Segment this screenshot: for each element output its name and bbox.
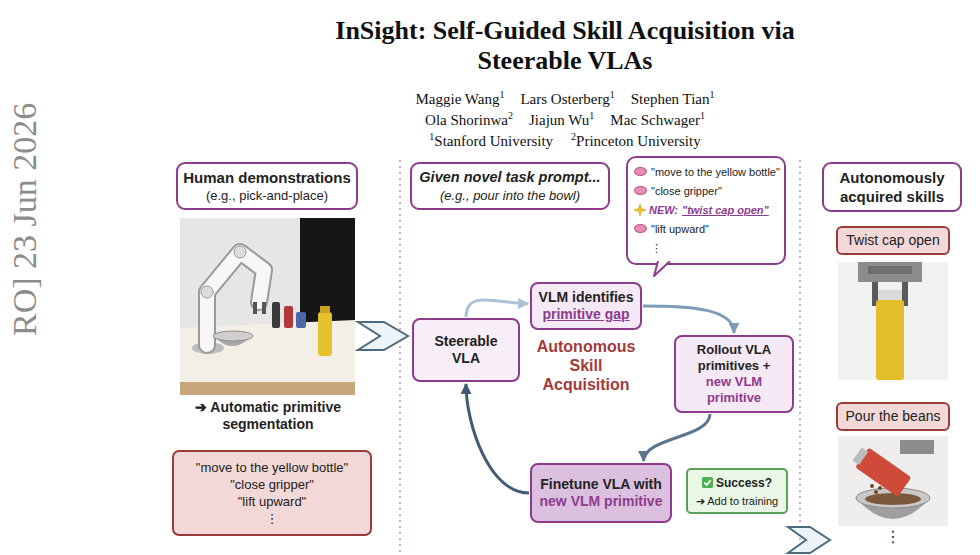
author-name: Maggie Wang [416,91,500,107]
skill-box: Pour the beans [836,402,950,431]
check-tick [704,480,711,485]
node-text: ⋮ [651,242,662,255]
panel-header: Given novel task prompt...(e.g., pour in… [410,162,610,210]
author-name: Stephen Tian [631,91,710,107]
node-text: Pour the beans [842,408,944,425]
panel-header: Autonomously acquired skills [822,162,962,212]
ellipsis-mark: ⋮ [880,527,906,547]
panel-header: Human demonstrations(e.g., pick-and-plac… [176,162,358,210]
arxiv-watermark: RO] 23 Jun 2026 [6,103,44,336]
bubble-tail [650,261,674,277]
author-name: Mac Schwager [610,112,700,128]
node-text: "lift upward" [182,493,362,510]
author-row: 1Stanford University 2Princeton Universit… [290,132,840,151]
step-label: ➔ Automatic primitive segmentation [184,399,352,433]
affiliation-name: Princeton University [576,133,701,149]
affiliation-mark: 1 [700,110,705,121]
affiliation-mark: 1 [499,89,504,100]
affiliation-mark: 1 [589,110,594,121]
bubble-row: "close gripper" [634,182,778,201]
process-box: Steerable VLA [412,318,520,382]
author-name: Lars Osterberg [520,91,609,107]
cycle-arrow [466,384,529,493]
node-text: ➔ Add to training [696,495,778,507]
check-square [702,477,713,488]
author-name: Ola Shorinwa [425,112,508,128]
pour-beans-photo [838,436,948,526]
primitive-list-box: "move to the yellow bottle""close grippe… [172,450,372,536]
cycle-title: Autonomous Skill Acquisition [530,337,642,394]
affiliation-mark: 1 [610,89,615,100]
process-box: Rollout VLA primitives +new VLM primitiv… [674,335,794,413]
bubble-row: NEW: "twist cap open" [634,201,778,220]
primitive-icon [634,224,647,233]
sparkle-icon [634,204,646,216]
node-text: "move to the yellow bottle" [182,459,362,476]
node-text: "close gripper" [182,476,362,493]
node-text: "close gripper" [651,185,722,197]
node-text: Success? [716,476,772,490]
node-text: Rollout VLA primitives + [681,342,787,374]
primitive-icon [634,186,647,195]
node-text: (e.g., pour into the bowl) [417,187,603,204]
panel-divider [799,160,801,555]
node-text: new VLM primitive [537,493,665,510]
affiliation-mark: 1 [429,131,434,142]
affiliation-name: Stanford University [434,133,553,149]
node-text: Autonomously acquired skills [829,168,955,206]
node-text: new VLM primitive [681,374,787,406]
node-text: Human demonstrations [183,168,351,187]
affiliation-mark: 2 [571,131,576,142]
flow-chevron [788,527,830,553]
author-row: Ola Shorinwa2Jiajun Wu1Mac Schwager1 [290,111,840,130]
twist-cap-photo [838,262,948,380]
speech-bubble: "move to the yellow bottle" "close grippe… [626,156,786,265]
node-text: NEW: [649,204,678,216]
node-text: Finetune VLA with [537,476,665,493]
bubble-row: "lift upward" [634,220,778,239]
success-row: Success? [692,473,782,491]
paper-title: InSight: Self-Guided Skill Acquisition v… [315,16,815,76]
cycle-arrow [643,306,734,333]
sparkle-shape [634,204,646,216]
skill-box: Twist cap open [836,226,950,255]
node-text: (e.g., pick-and-place) [183,187,351,204]
cycle-arrow [644,414,710,461]
success-row: ➔ Add to training [692,491,782,509]
node-text: VLM identifies [537,289,635,306]
affiliation-mark: 1 [709,89,714,100]
process-box: VLM identifiesprimitive gap [530,282,642,330]
author-name: Jiajun Wu [529,112,589,128]
bubble-row: "move to the yellow bottle" [634,163,778,182]
node-text: Twist cap open [842,232,944,249]
author-row: Maggie Wang1Lars Osterberg1Stephen Tian1 [290,90,840,109]
node-text: "lift upward" [651,223,709,235]
panel-divider [399,160,401,555]
success-box: Success? ➔ Add to training [686,468,788,514]
flow-chevron [358,322,408,350]
node-text: Steerable VLA [419,333,513,367]
node-text: primitive gap [537,306,635,323]
check-icon [702,477,713,488]
process-box: Finetune VLA withnew VLM primitive [530,463,672,523]
node-text: Given novel task prompt... [417,168,603,187]
bubble-row: ⋮ [634,239,778,258]
primitive-icon [634,167,647,176]
node-text: ⋮ [182,510,362,527]
affiliation-mark: 2 [508,110,513,121]
node-text: "twist cap open" [682,204,769,216]
node-text: "move to the yellow bottle" [651,166,780,178]
cycle-arrow [466,300,528,317]
tail-shape [654,261,670,276]
robot-photo [180,218,355,395]
